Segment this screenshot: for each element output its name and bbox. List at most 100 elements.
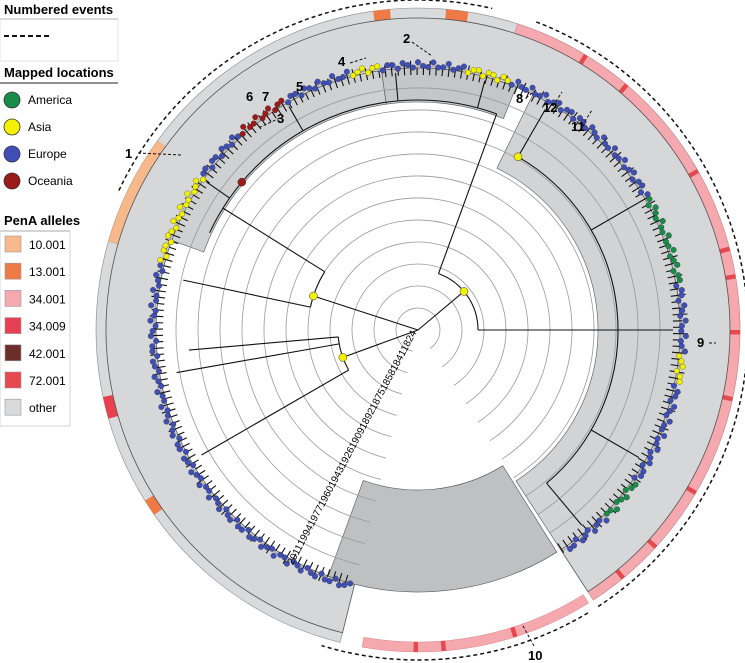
allele-tick — [729, 330, 740, 335]
branch — [313, 295, 419, 331]
time-circle — [263, 175, 573, 480]
tip-marker — [365, 69, 371, 76]
tip-marker — [508, 81, 515, 88]
tip-marker — [168, 239, 175, 246]
tip-marker — [229, 134, 235, 141]
event-label-3: 3 — [277, 111, 284, 126]
node-marker — [459, 287, 469, 296]
branch — [605, 150, 614, 158]
tip-marker — [202, 165, 209, 172]
tip-marker — [678, 343, 685, 350]
tip-marker — [168, 228, 175, 235]
tip-marker — [374, 63, 381, 70]
tip-marker — [164, 407, 171, 414]
tip-marker — [185, 197, 192, 204]
allele-tick — [618, 83, 629, 94]
tip-marker — [251, 535, 258, 542]
tip-marker — [665, 232, 672, 239]
tip-marker — [196, 482, 203, 489]
branch — [344, 574, 349, 584]
tip-marker — [613, 499, 620, 505]
branch — [628, 180, 638, 188]
tip-marker — [639, 182, 646, 189]
allele-swatch — [4, 235, 22, 253]
tip-marker — [667, 397, 674, 404]
tip-marker — [281, 554, 288, 561]
tip-marker — [611, 152, 618, 159]
tip-marker — [678, 287, 685, 294]
tip-marker — [235, 523, 242, 530]
tip-marker — [169, 432, 176, 439]
branch — [230, 508, 237, 515]
allele-label: 10.001 — [29, 238, 66, 252]
tip-marker — [602, 140, 609, 147]
branch — [403, 63, 406, 76]
branch — [263, 537, 271, 546]
tip-marker — [682, 333, 689, 340]
tip-marker — [601, 134, 608, 141]
tip-marker — [235, 133, 242, 140]
allele-label: 13.001 — [29, 265, 66, 279]
tip-marker — [465, 69, 471, 76]
branch — [671, 357, 682, 361]
tip-marker — [440, 64, 447, 71]
tip-marker — [154, 389, 161, 396]
tip-marker — [500, 73, 507, 80]
legend: Numbered events Mapped locations America… — [0, 2, 119, 427]
tip-marker — [579, 537, 586, 544]
tip-marker — [262, 110, 269, 117]
tip-marker — [522, 86, 529, 93]
legend-pena-alleles: PenA alleles 10.00113.00134.00134.00942.… — [0, 213, 80, 427]
tip-marker — [404, 62, 411, 69]
branch — [206, 181, 230, 199]
branch — [590, 202, 640, 231]
tip-marker — [622, 487, 629, 493]
location-label-oceania: Oceania — [28, 174, 73, 188]
tip-marker — [618, 496, 625, 503]
tip-marker — [341, 582, 348, 588]
event-label-11: 11 — [571, 119, 585, 134]
tip-marker — [682, 348, 688, 355]
tip-marker — [227, 516, 234, 523]
time-circle — [285, 197, 551, 459]
tip-marker — [147, 317, 154, 324]
event-label-8: 8 — [516, 91, 523, 106]
tip-marker — [158, 383, 165, 389]
tip-marker — [682, 317, 689, 324]
tip-marker — [654, 446, 661, 453]
tip-marker — [218, 145, 225, 152]
tip-marker — [151, 363, 158, 370]
branch — [305, 92, 310, 100]
tip-marker — [647, 454, 654, 461]
branch — [340, 79, 344, 87]
tip-marker — [250, 120, 257, 127]
event-arcs — [118, 0, 745, 661]
tip-marker — [274, 101, 281, 108]
tip-marker — [430, 59, 437, 66]
branch — [193, 194, 200, 200]
tip-marker — [169, 427, 176, 434]
tip-marker — [292, 91, 299, 97]
tip-marker — [592, 527, 599, 534]
tip-marker — [192, 183, 199, 190]
tip-marker — [307, 569, 314, 576]
tip-marker — [470, 67, 477, 74]
allele-tick — [615, 569, 625, 580]
tip-marker — [389, 62, 396, 69]
tip-marker — [518, 84, 525, 90]
event-label-7: 7 — [262, 89, 269, 104]
tip-marker — [490, 72, 497, 78]
tip-marker — [543, 91, 550, 98]
tip-marker — [670, 257, 677, 264]
time-circle — [395, 307, 441, 352]
branch — [314, 564, 319, 575]
allele-tick — [413, 641, 418, 652]
tip-marker — [164, 412, 171, 419]
tip-marker — [567, 545, 574, 552]
tip-marker — [192, 177, 199, 184]
tip-marker — [321, 576, 328, 583]
tip-marker — [570, 115, 577, 122]
tip-marker — [188, 469, 195, 476]
tip-marker — [153, 292, 160, 299]
tip-marker — [615, 155, 622, 162]
